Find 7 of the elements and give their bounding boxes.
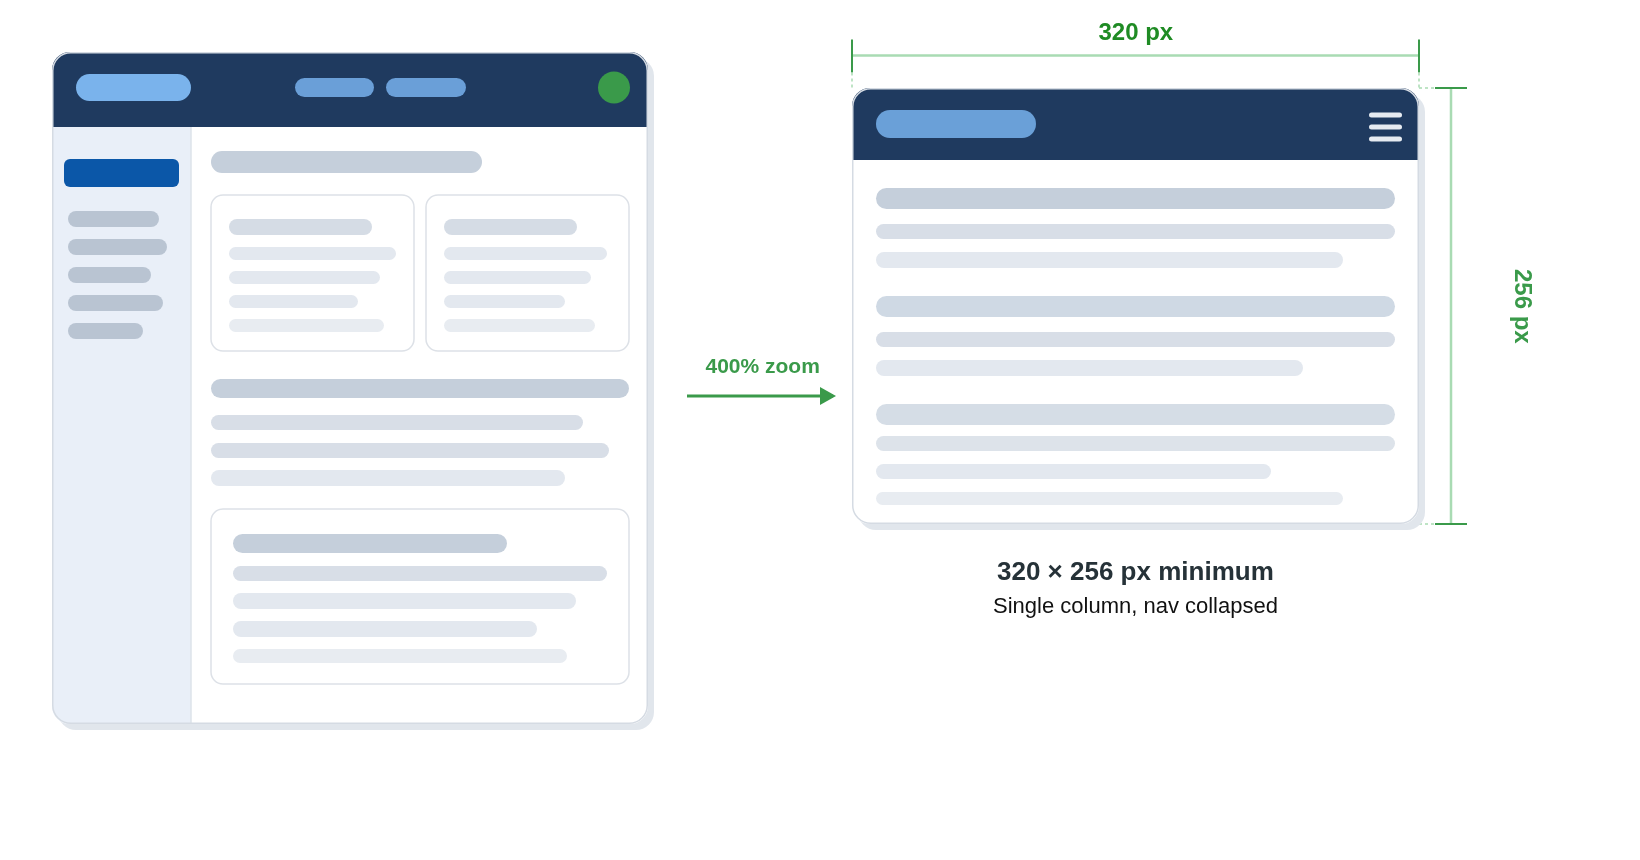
dimension-label: 320 px	[1098, 19, 1174, 46]
dimension-label: 256 px	[1510, 268, 1537, 344]
arrow	[687, 387, 836, 405]
size-caption: 320 × 256 px minimum	[997, 557, 1274, 587]
desktop-page-illustration	[52, 52, 655, 731]
caption-text: Single column, nav collapsed	[993, 593, 1278, 619]
mobile-page-illustration	[852, 88, 1426, 531]
